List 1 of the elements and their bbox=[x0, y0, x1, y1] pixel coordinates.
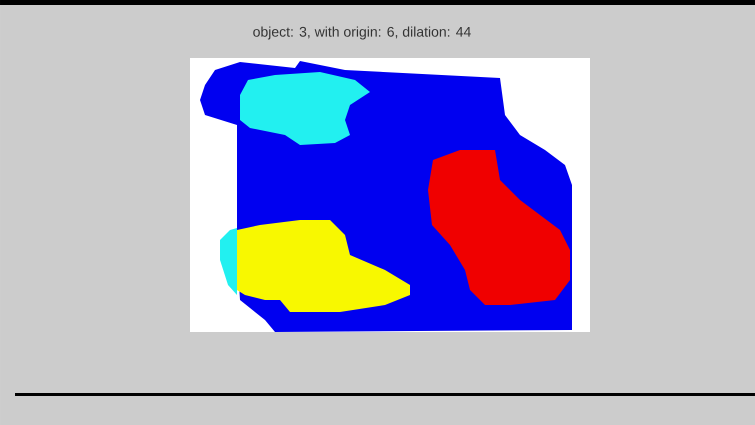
plot-title: object: 3, with origin: 6, dilation: 44 bbox=[253, 26, 471, 40]
